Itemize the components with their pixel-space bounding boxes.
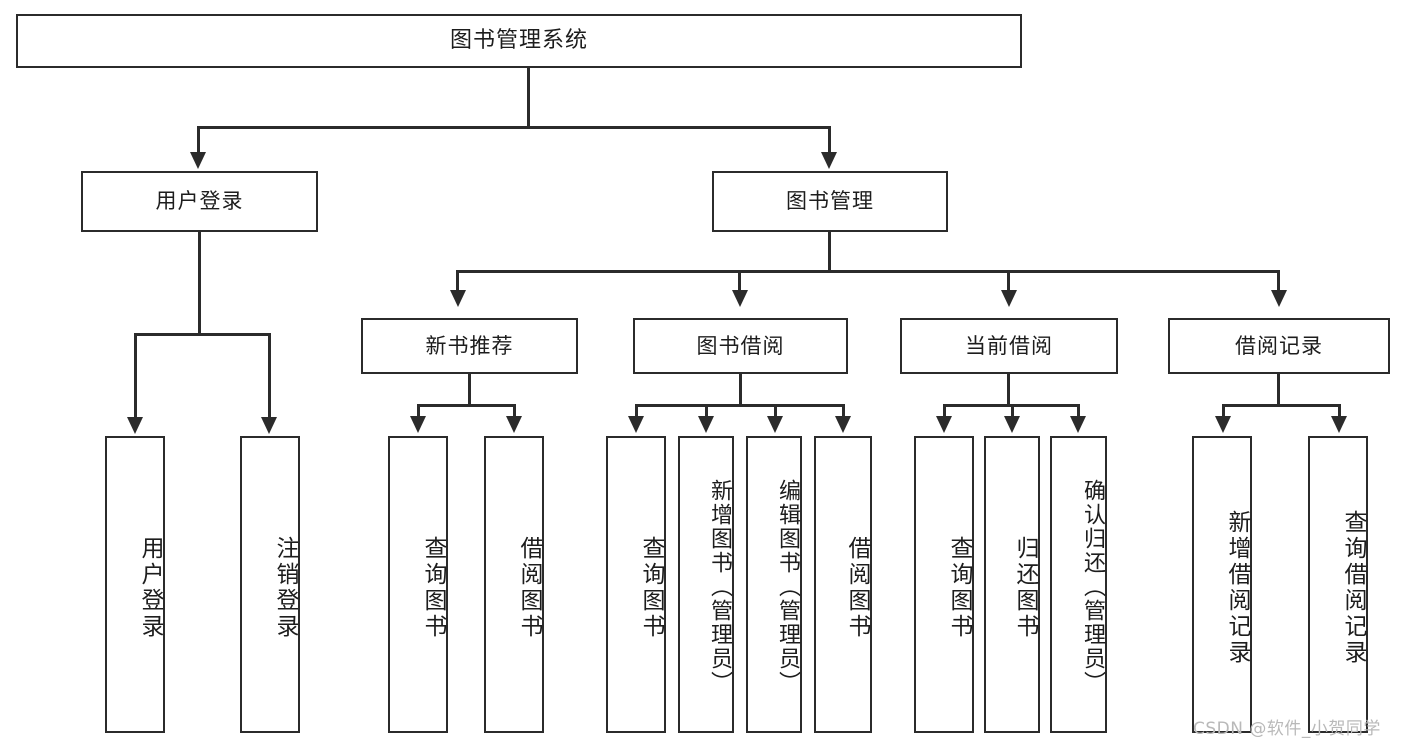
arrow-to-leaf-borrow-book-1 — [506, 416, 522, 433]
arrow-to-leaf-edit-book — [767, 416, 783, 433]
connector-book-borrow-bar — [635, 404, 844, 407]
arrow-to-leaf-logout — [261, 417, 277, 434]
arrow-to-leaf-query-book-1 — [410, 416, 426, 433]
arrow-to-leaf-query-record — [1331, 416, 1347, 433]
node-borrow-record[interactable]: 借阅记录 — [1168, 318, 1390, 374]
connector-current-borrow-branch-1 — [943, 404, 946, 418]
connector-user-login-bar — [134, 333, 271, 336]
arrow-to-current-borrow — [1001, 290, 1017, 307]
connector-new-book-branch-2 — [513, 404, 516, 418]
arrow-to-leaf-add-record — [1215, 416, 1231, 433]
connector-root-to-user-login — [197, 126, 200, 154]
connector-book-borrow-stem — [739, 374, 742, 406]
connector-book-manage-branch-3 — [1007, 270, 1010, 292]
leaf-query-book-recommend[interactable]: 查询图书 — [388, 436, 448, 733]
arrow-to-book-borrow — [732, 290, 748, 307]
leaf-borrow-book[interactable]: 借阅图书 — [814, 436, 872, 733]
node-current-borrow[interactable]: 当前借阅 — [900, 318, 1118, 374]
arrow-to-leaf-confirm-return — [1070, 416, 1086, 433]
connector-root-stem — [527, 68, 530, 128]
connector-book-borrow-branch-1 — [635, 404, 638, 418]
leaf-user-login[interactable]: 用户登录 — [105, 436, 165, 733]
connector-borrow-record-bar — [1222, 404, 1340, 407]
node-new-book-recommend[interactable]: 新书推荐 — [361, 318, 578, 374]
leaf-borrow-book-recommend[interactable]: 借阅图书 — [484, 436, 544, 733]
connector-book-manage-branch-1 — [456, 270, 459, 292]
connector-book-manage-stem — [828, 232, 831, 272]
connector-new-book-bar — [417, 404, 516, 407]
leaf-confirm-return-admin[interactable]: 确认归还（管理员） — [1050, 436, 1107, 733]
connector-current-borrow-branch-2 — [1011, 404, 1014, 418]
connector-new-book-branch-1 — [417, 404, 420, 418]
connector-user-login-stem — [198, 232, 201, 335]
csdn-watermark: CSDN @软件_小贺同学 — [1193, 719, 1381, 739]
connector-book-borrow-branch-2 — [705, 404, 708, 418]
arrow-to-leaf-query-book-3 — [936, 416, 952, 433]
leaf-add-book-admin[interactable]: 新增图书（管理员） — [678, 436, 734, 733]
connector-book-manage-branch-2 — [738, 270, 741, 292]
connector-book-borrow-branch-3 — [774, 404, 777, 418]
connector-current-borrow-stem — [1007, 374, 1010, 406]
leaf-edit-book-admin[interactable]: 编辑图书（管理员） — [746, 436, 802, 733]
connector-user-login-branch-2 — [268, 333, 271, 419]
arrow-to-leaf-add-book — [698, 416, 714, 433]
connector-root-bar — [197, 126, 831, 129]
arrow-to-borrow-record — [1271, 290, 1287, 307]
arrow-to-leaf-borrow-book-2 — [835, 416, 851, 433]
arrow-root-to-user-login — [190, 152, 206, 169]
leaf-query-borrow-record[interactable]: 查询借阅记录 — [1308, 436, 1368, 733]
connector-book-borrow-branch-4 — [842, 404, 845, 418]
arrow-to-leaf-query-book-2 — [628, 416, 644, 433]
connector-borrow-record-branch-1 — [1222, 404, 1225, 418]
connector-user-login-branch-1 — [134, 333, 137, 419]
node-user-login[interactable]: 用户登录 — [81, 171, 318, 232]
node-book-borrow[interactable]: 图书借阅 — [633, 318, 848, 374]
connector-new-book-stem — [468, 374, 471, 406]
arrow-to-new-book-recommend — [450, 290, 466, 307]
node-root-system[interactable]: 图书管理系统 — [16, 14, 1022, 68]
leaf-query-book-borrow[interactable]: 查询图书 — [606, 436, 666, 733]
arrow-to-leaf-return-book — [1004, 416, 1020, 433]
connector-root-to-book-manage — [828, 126, 831, 154]
arrow-root-to-book-manage — [821, 152, 837, 169]
connector-borrow-record-branch-2 — [1338, 404, 1341, 418]
leaf-logout[interactable]: 注销登录 — [240, 436, 300, 733]
leaf-add-borrow-record[interactable]: 新增借阅记录 — [1192, 436, 1252, 733]
leaf-return-book[interactable]: 归还图书 — [984, 436, 1040, 733]
connector-book-manage-bar — [456, 270, 1280, 273]
leaf-query-book-current[interactable]: 查询图书 — [914, 436, 974, 733]
arrow-to-leaf-user-login — [127, 417, 143, 434]
connector-current-borrow-branch-3 — [1077, 404, 1080, 418]
node-book-management[interactable]: 图书管理 — [712, 171, 948, 232]
connector-borrow-record-stem — [1277, 374, 1280, 406]
connector-book-manage-branch-4 — [1277, 270, 1280, 292]
